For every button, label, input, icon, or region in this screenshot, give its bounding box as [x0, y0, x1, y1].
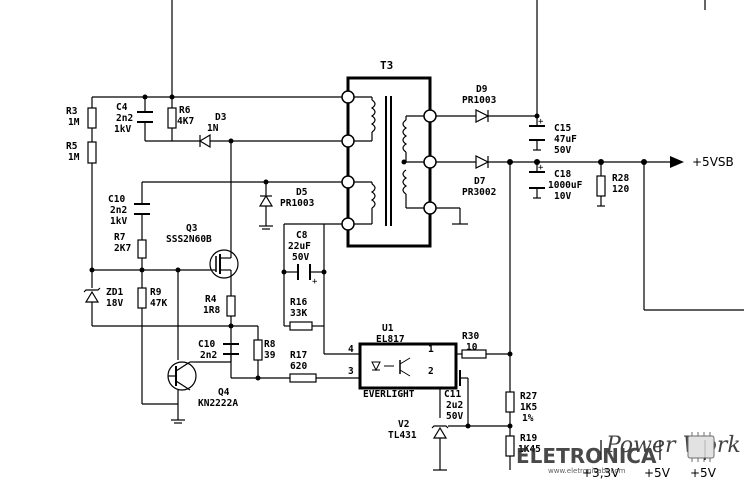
r8-ref: R8 — [264, 339, 276, 350]
mosfet-q3 — [209, 249, 239, 279]
q4-value: KN2222A — [198, 398, 238, 409]
d3-ref: D3 — [215, 112, 227, 123]
ground-symbols — [171, 149, 605, 471]
bjt-q4 — [167, 361, 197, 391]
c15-ref: C15 — [554, 123, 571, 134]
r4-value: 1R8 — [203, 305, 220, 316]
c10a-value2: 1kV — [110, 216, 127, 227]
d7-ref: D7 — [474, 176, 485, 187]
r30-ref: R30 — [462, 331, 479, 342]
d5-value: PR1003 — [280, 198, 315, 209]
svg-text:+: + — [538, 117, 544, 127]
c11-value1: 2u2 — [446, 400, 463, 411]
d7-value: PR3002 — [462, 187, 496, 198]
u1-brand: EVERLIGHT — [363, 389, 415, 400]
diode-symbols — [83, 109, 490, 303]
watermark: ELETRONICA www.eletronicabr.com Power Wo… — [516, 432, 741, 475]
c15-value1: 47uF — [554, 134, 577, 145]
v2-ref: V2 — [398, 419, 409, 430]
r7-value: 2K7 — [114, 243, 131, 254]
r6-ref: R6 — [179, 105, 191, 116]
c10a-value1: 2n2 — [110, 205, 127, 216]
c11-value2: 50V — [446, 411, 463, 422]
chip-logo-icon — [687, 432, 715, 462]
r19-value: 1K45 — [518, 444, 541, 455]
r30-value: 10 — [466, 342, 478, 353]
d9-ref: D9 — [476, 84, 488, 95]
r3-ref: R3 — [66, 106, 78, 117]
r3-value: 1M — [68, 117, 80, 128]
r28-value: 120 — [612, 184, 629, 195]
r27-ref: R27 — [520, 391, 537, 402]
c15-value2: 50V — [554, 145, 571, 156]
component-labels: R3 1M R5 1M C4 2n2 1kV R6 4K7 D3 1N C10 … — [66, 84, 629, 455]
u1-pin4: 4 — [348, 344, 354, 355]
rail-5v-b: +5V — [690, 466, 717, 480]
u1-ref: U1 — [382, 323, 394, 334]
rail-3v3: +3,3V — [582, 466, 620, 480]
r5-ref: R5 — [66, 141, 78, 152]
optocoupler-u1 — [358, 342, 458, 390]
u1-pin1: 1 — [428, 344, 434, 355]
r28-ref: R28 — [612, 173, 629, 184]
u1-pin3: 3 — [348, 366, 354, 377]
r7-ref: R7 — [114, 232, 125, 243]
r8-value: 39 — [264, 350, 276, 361]
r27-value2: 1% — [522, 413, 534, 424]
q3-ref: Q3 — [186, 223, 198, 234]
svg-text:+: + — [538, 163, 544, 173]
c4-value1: 2n2 — [116, 113, 133, 124]
q4-ref: Q4 — [218, 387, 230, 398]
rail-5vsb: +5VSB — [692, 155, 734, 169]
c8-value1: 22uF — [288, 241, 311, 252]
rail-labels: +5VSB +3,3V +5V +5V — [582, 155, 734, 480]
d9-value: PR1003 — [462, 95, 497, 106]
c18-value1: 1000uF — [548, 180, 583, 191]
c10a-ref: C10 — [108, 194, 125, 205]
transformer-t3 — [341, 76, 437, 248]
r17-ref: R17 — [290, 350, 307, 361]
c8-value2: 50V — [292, 252, 309, 263]
r4-ref: R4 — [205, 294, 217, 305]
c4-ref: C4 — [116, 102, 128, 113]
rail-5v-a: +5V — [644, 466, 671, 480]
v2-value: TL431 — [388, 430, 417, 441]
r17-value: 620 — [290, 361, 307, 372]
r9-ref: R9 — [150, 287, 162, 298]
zd1-value: 18V — [106, 298, 123, 309]
c11-ref: C11 — [444, 389, 461, 400]
c4-value2: 1kV — [114, 124, 131, 135]
c10b-value: 2n2 — [200, 350, 217, 361]
c8-ref: C8 — [296, 230, 308, 241]
r9-value: 47K — [150, 298, 167, 309]
zd1-ref: ZD1 — [106, 287, 123, 298]
r27-value1: 1K5 — [520, 402, 537, 413]
d3-value: 1N — [207, 123, 219, 134]
c18-value2: 10V — [554, 191, 571, 202]
r6-value: 4K7 — [177, 116, 194, 127]
d5-ref: D5 — [296, 187, 308, 198]
c10b-ref: C10 — [198, 339, 215, 350]
resistor-symbols — [87, 107, 606, 457]
r16-ref: R16 — [290, 297, 307, 308]
shunt-regulator-v2 — [431, 425, 449, 439]
watermark-site: www.eletronicabr.com — [548, 467, 626, 475]
r19-ref: R19 — [520, 433, 537, 444]
svg-text:+: + — [312, 277, 318, 287]
capacitor-symbols — [134, 111, 545, 386]
output-arrow-icon — [670, 156, 684, 168]
t3-label: T3 — [380, 59, 393, 72]
u1-value: EL817 — [376, 334, 405, 345]
watermark-script: Power Work — [605, 433, 741, 458]
q3-value: SSS2N60B — [166, 234, 212, 245]
c18-ref: C18 — [554, 169, 571, 180]
r16-value: 33K — [290, 308, 307, 319]
watermark-brand: ELETRONICA — [516, 444, 657, 468]
r5-value: 1M — [68, 152, 80, 163]
u1-pin2: 2 — [428, 366, 434, 377]
